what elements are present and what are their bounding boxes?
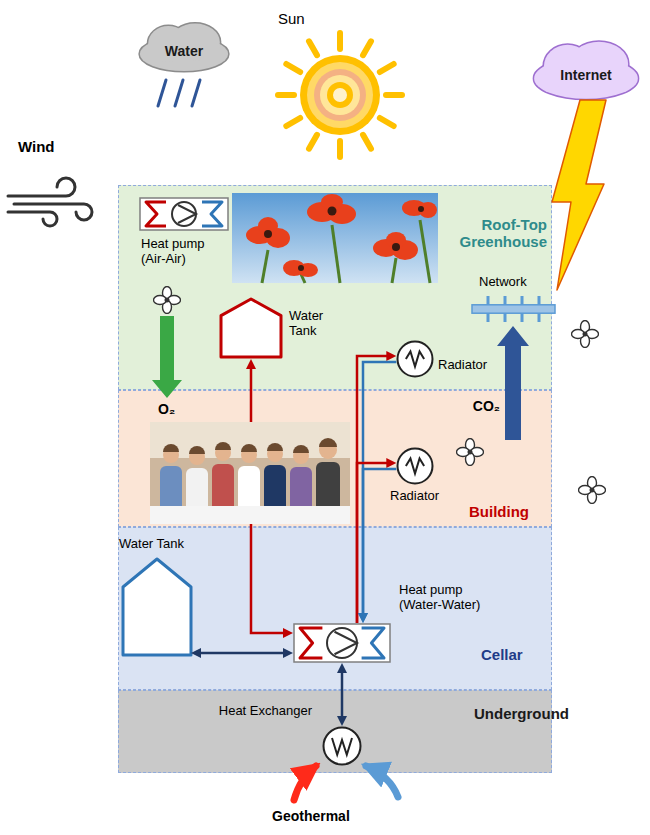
cellar-zone: CellarWater TankHeat pump (Water-Water) <box>118 527 552 690</box>
water-tank-symbol: Water Tank <box>219 297 283 359</box>
heat-pump-symbol: Heat pump (Air-Air) <box>139 197 229 231</box>
pipe-connector <box>337 663 347 726</box>
network-switch: Network <box>471 295 556 323</box>
node-label: Roof-Top Greenhouse <box>452 216 547 251</box>
pipe-connector <box>357 351 396 623</box>
water-tank-symbol-outline <box>121 557 193 657</box>
node-label: Cellar <box>481 646 551 663</box>
heat-pump-symbol-outline <box>293 623 391 663</box>
node-label: Network <box>479 275 559 290</box>
wind-icon <box>8 178 92 226</box>
node-label: Radiator <box>438 358 498 373</box>
radiator-symbol-outline <box>396 340 434 378</box>
node-label: Radiator <box>390 489 460 504</box>
rain-lines <box>158 80 200 106</box>
wind-label: Wind <box>18 138 55 155</box>
water-tank-symbol-outline <box>219 297 283 359</box>
node-label: Water <box>165 43 203 59</box>
node-label: Heat pump (Water-Water) <box>399 583 509 613</box>
heat-pump-symbol: Heat pump (Water-Water) <box>293 623 391 663</box>
node-label: Water Tank <box>119 537 209 552</box>
heat-exchanger-symbol: Heat Exchanger <box>322 726 362 766</box>
flower-photo <box>232 193 438 283</box>
co2-flow-arrow <box>497 326 529 440</box>
oxygen-flow-arrow <box>152 316 182 398</box>
geothermal-label: Geothermal <box>272 808 350 824</box>
internet-cloud: Internet <box>532 40 640 100</box>
water-cloud: Water <box>138 22 230 72</box>
arrow-head <box>283 628 293 638</box>
water-tank-symbol: Water Tank <box>121 557 193 657</box>
sun-label: Sun <box>278 10 305 27</box>
radiator-symbol-outline <box>396 447 434 485</box>
arrow-head <box>337 663 347 673</box>
arrow-head <box>246 359 256 369</box>
pipe-connector <box>246 359 293 638</box>
greenhouse-zone: Roof-Top GreenhouseHeat pump (Air-Air)Wa… <box>118 185 552 390</box>
geothermal-arrows <box>294 766 398 800</box>
arrow-head <box>283 648 293 658</box>
gas-label: CO₂ <box>466 398 500 414</box>
arrow-head <box>386 458 396 468</box>
node-label: Building <box>469 503 549 520</box>
underground-zone: UndergroundHeat Exchanger <box>118 690 552 773</box>
node-label: Heat Exchanger <box>212 704 312 719</box>
node-label: Water Tank <box>289 309 334 339</box>
node-label: Heat pump (Air-Air) <box>141 237 226 267</box>
node-label: Internet <box>560 67 611 83</box>
people-photo <box>150 422 350 524</box>
network-switch-outline <box>471 295 556 323</box>
arrow-head <box>358 613 368 623</box>
sun-illustration <box>278 33 402 157</box>
radiator-symbol: Radiator <box>396 447 434 485</box>
arrow-head <box>191 648 201 658</box>
heat-exchanger-symbol-outline <box>322 726 362 766</box>
arrow-head <box>358 613 368 623</box>
lightning-bolt <box>552 100 606 290</box>
arrow-head <box>386 351 396 361</box>
pipe-connector <box>191 648 293 658</box>
node-label: Underground <box>474 705 574 722</box>
radiator-symbol: Radiator <box>396 340 434 378</box>
fan-icons <box>154 287 606 504</box>
gas-label: O₂ <box>158 401 175 417</box>
heat-pump-symbol-outline <box>139 197 229 231</box>
arrow-head <box>337 716 347 726</box>
pipe-connector <box>357 458 396 623</box>
